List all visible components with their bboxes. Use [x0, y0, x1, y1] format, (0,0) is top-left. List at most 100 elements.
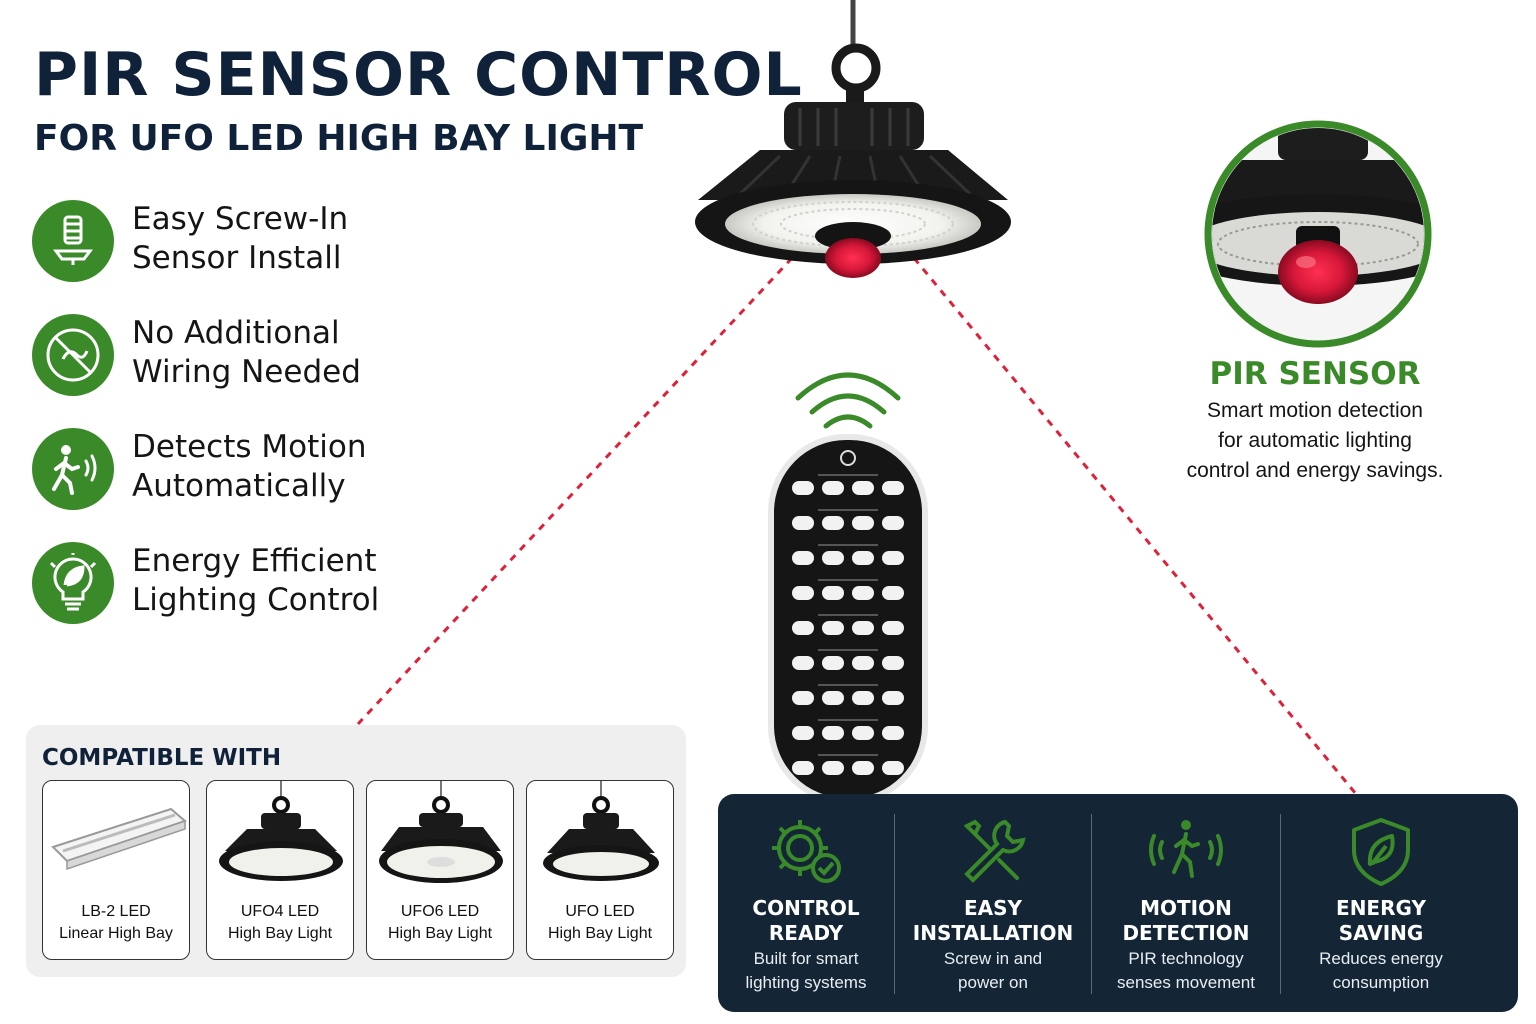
- remote-row-caption: [818, 649, 878, 651]
- remote-row-caption: [818, 474, 878, 476]
- screw-bulb-icon: [32, 200, 114, 282]
- compat-label: UFO4 LED: [240, 903, 320, 920]
- remote-button: [882, 726, 904, 740]
- remote-button: [792, 621, 814, 635]
- remote-button: [882, 621, 904, 635]
- benefit-title: ENERGY: [1336, 896, 1426, 920]
- leaf-bulb-icon: [32, 542, 114, 624]
- pir-line: for automatic lighting: [1218, 429, 1412, 452]
- compat-label: UFO LED: [565, 903, 635, 920]
- ufo4-light-image: [219, 781, 343, 881]
- remote-button: [852, 586, 874, 600]
- wrench-screwdriver-icon: [963, 819, 1026, 883]
- remote-button: [822, 691, 844, 705]
- feature-line: Energy Efficient: [132, 543, 377, 579]
- remote-button: [792, 726, 814, 740]
- remote-button: [882, 656, 904, 670]
- divider: [894, 814, 895, 994]
- remote-button: [792, 691, 814, 705]
- pir-line: control and energy savings.: [1186, 459, 1444, 482]
- remote-row-caption: [818, 579, 878, 581]
- page-title: PIR SENSOR CONTROL: [34, 40, 803, 110]
- remote-button: [822, 481, 844, 495]
- wireless-signal-icon: [795, 372, 901, 429]
- remote-button: [852, 551, 874, 565]
- feature-line: Easy Screw-In: [132, 201, 349, 237]
- detection-cone: [356, 256, 1358, 795]
- remote-button: [852, 761, 874, 775]
- feature-line: Detects Motion: [132, 429, 367, 465]
- compat-label: High Bay Light: [547, 925, 653, 942]
- benefit-title: READY: [768, 921, 844, 945]
- remote-button: [822, 761, 844, 775]
- benefit-desc: lighting systems: [745, 973, 867, 992]
- compatible-title: COMPATIBLE WITH: [42, 745, 282, 771]
- ufo-high-bay-light: [695, 0, 1011, 278]
- feature-line: Lighting Control: [132, 582, 380, 618]
- no-wiring-icon: [32, 314, 114, 396]
- remote-button: [822, 586, 844, 600]
- divider: [1280, 814, 1281, 994]
- compat-label: Linear High Bay: [59, 925, 173, 942]
- benefit-desc: consumption: [1332, 973, 1430, 992]
- compat-label: High Bay Light: [387, 925, 493, 942]
- remote-button: [792, 761, 814, 775]
- remote-row-caption: [818, 614, 878, 616]
- linear-high-bay-image: [51, 807, 187, 871]
- benefit-desc: power on: [958, 973, 1028, 992]
- remote-button: [882, 586, 904, 600]
- remote-ir-window: [840, 450, 856, 466]
- remote-button: [882, 691, 904, 705]
- feature-line: Wiring Needed: [132, 354, 361, 390]
- feature-line: No Additional: [132, 315, 340, 351]
- remote-button: [882, 551, 904, 565]
- remote-button: [792, 481, 814, 495]
- remote-button: [852, 726, 874, 740]
- ufo-light-image: [543, 781, 659, 881]
- page-subtitle: FOR UFO LED HIGH BAY LIGHT: [34, 118, 644, 159]
- divider: [1091, 814, 1092, 994]
- remote-row-caption: [818, 754, 878, 756]
- shield-leaf-icon: [1352, 818, 1410, 886]
- benefit-title: MOTION: [1140, 896, 1232, 920]
- remote-row-caption: [818, 684, 878, 686]
- remote-button: [792, 586, 814, 600]
- compat-card-ufo: UFO LED High Bay Light: [526, 780, 674, 960]
- remote-button: [822, 516, 844, 530]
- benefit-title: INSTALLATION: [912, 921, 1074, 945]
- remote-button: [852, 516, 874, 530]
- ufo6-light-image: [379, 781, 503, 883]
- remote-row-caption: [818, 719, 878, 721]
- remote-button: [822, 621, 844, 635]
- remote-button: [852, 481, 874, 495]
- remote-button: [852, 621, 874, 635]
- remote-control: [768, 434, 928, 804]
- benefit-title: SAVING: [1338, 921, 1424, 945]
- walking-person-icon: [32, 428, 114, 510]
- benefit-desc: Built for smart: [753, 949, 859, 968]
- remote-button: [882, 516, 904, 530]
- benefit-title: DETECTION: [1122, 921, 1250, 945]
- compat-card-ufo6: UFO6 LED High Bay Light: [366, 780, 514, 960]
- remote-button: [822, 656, 844, 670]
- benefit-title: CONTROL: [752, 896, 860, 920]
- remote-button: [792, 656, 814, 670]
- remote-button: [852, 691, 874, 705]
- benefit-desc: Reduces energy: [1319, 949, 1443, 968]
- benefit-desc: senses movement: [1117, 973, 1255, 992]
- benefit-desc: PIR technology: [1128, 949, 1244, 968]
- remote-button: [882, 481, 904, 495]
- remote-button: [852, 656, 874, 670]
- compat-label: UFO6 LED: [400, 903, 480, 920]
- benefit-title: EASY: [963, 896, 1023, 920]
- remote-row-caption: [818, 509, 878, 511]
